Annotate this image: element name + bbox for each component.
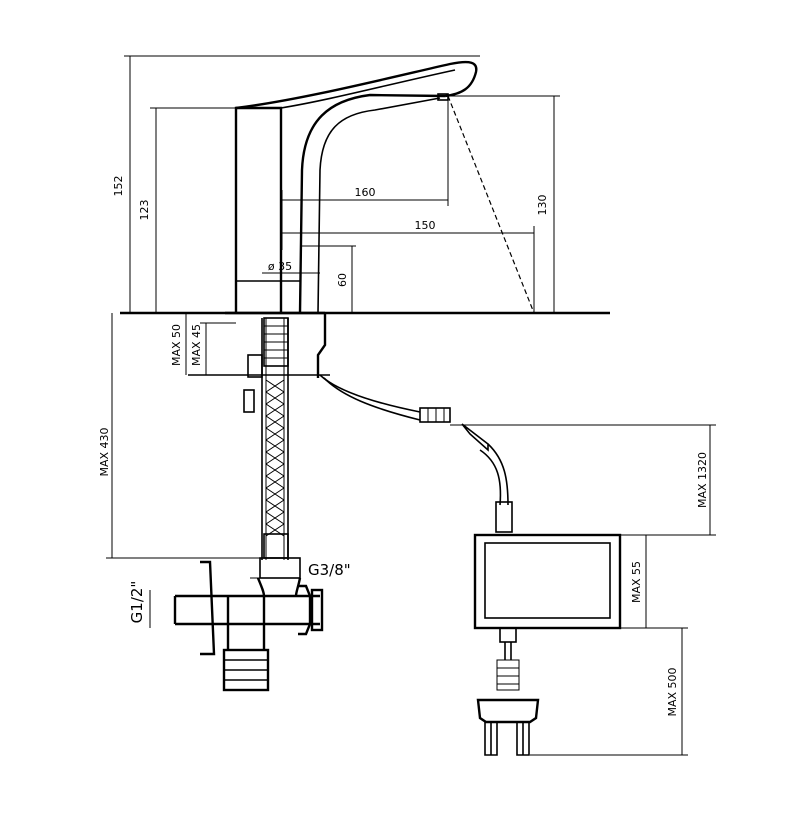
dimension-labels: 152 123 160 150 130 ø 35 60 MAX 50 MAX 4… [98,176,709,717]
dimension-label-150: 150 [415,219,436,232]
dimension-label-max500: MAX 500 [666,667,679,716]
power-plug [476,642,540,756]
dimension-label-max50: MAX 50 [170,324,183,366]
dimension-label-152: 152 [112,176,125,197]
supply-hoses [243,317,301,579]
thread-label-g38: G3/8" [308,561,351,579]
dimension-lines [106,55,716,756]
dimension-label-123: 123 [138,200,151,221]
dimension-label-max55: MAX 55 [630,561,643,603]
thread-label-g12: G1/2" [128,581,146,624]
dimension-label-130: 130 [536,195,549,216]
braided-hose-pattern [265,379,285,537]
dimension-label-160: 160 [355,186,376,199]
angle-valve [173,560,324,692]
dimension-label-max45: MAX 45 [190,324,203,366]
dimension-label-60: 60 [336,273,349,287]
dimension-label-phi35: ø 35 [268,260,292,273]
control-box [473,533,622,643]
dimension-label-max1320: MAX 1320 [696,452,709,508]
sensor-cable [319,374,513,533]
dimension-label-max430: MAX 430 [98,427,111,476]
faucet-body [225,60,478,315]
